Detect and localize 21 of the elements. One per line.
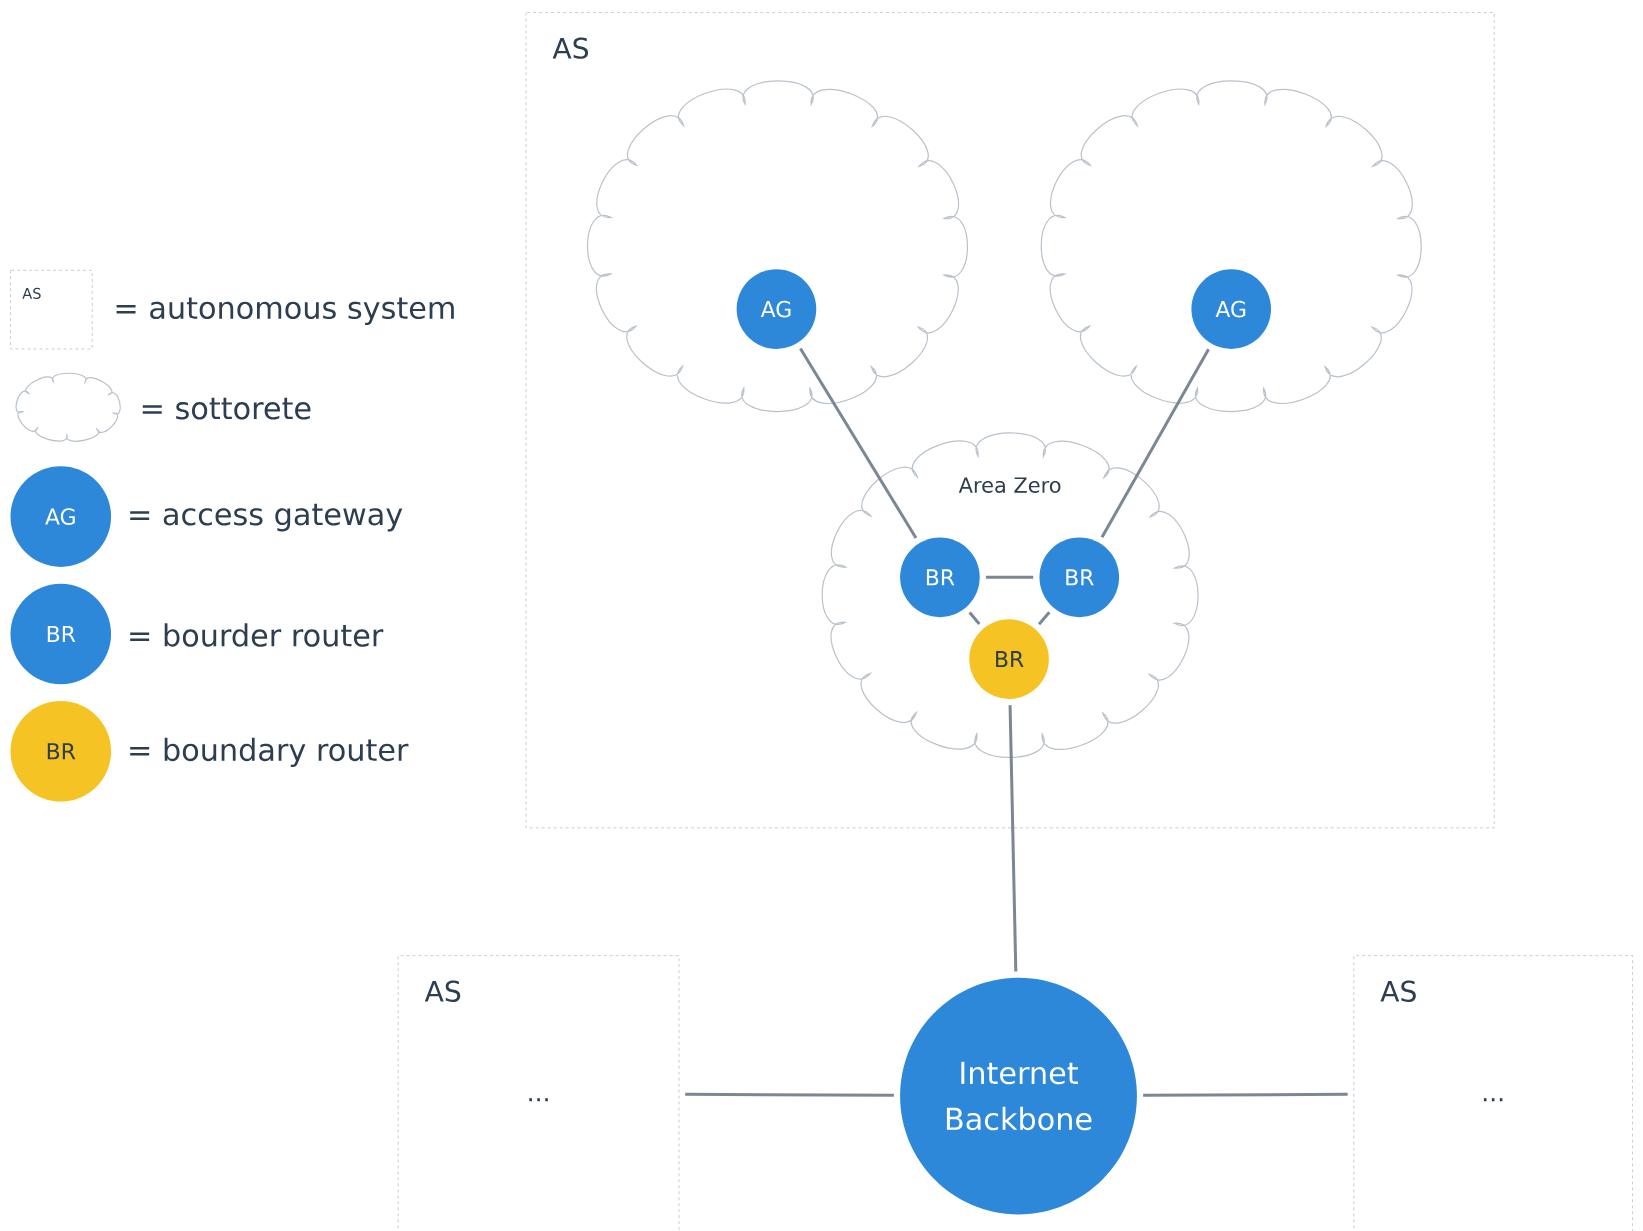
connector-line — [1008, 705, 1018, 972]
connector-line — [985, 575, 1034, 579]
connector-line — [1037, 611, 1051, 626]
swatch-label: AG — [45, 508, 75, 525]
cloud — [1040, 80, 1422, 413]
autonomous-system-box: AS ... — [1353, 955, 1633, 1231]
cloud — [586, 80, 969, 413]
swatch-label: AS — [22, 287, 41, 299]
connector-line — [1143, 1092, 1348, 1097]
legend-text: = access gateway — [130, 503, 403, 532]
connector-line — [968, 611, 981, 625]
connector-line — [799, 347, 918, 539]
legend-text: = autonomous system — [116, 297, 454, 325]
connector-line — [685, 1092, 894, 1097]
legend-entry: = sottorete — [15, 372, 311, 442]
connector-line — [1100, 348, 1210, 539]
swatch-label: BR — [47, 743, 76, 760]
swatch-label: BR — [47, 625, 76, 642]
autonomous-system-box: AS ... — [397, 955, 680, 1231]
legend-text: = bourder router — [130, 623, 384, 647]
legend-text: = boundary router — [130, 737, 409, 767]
